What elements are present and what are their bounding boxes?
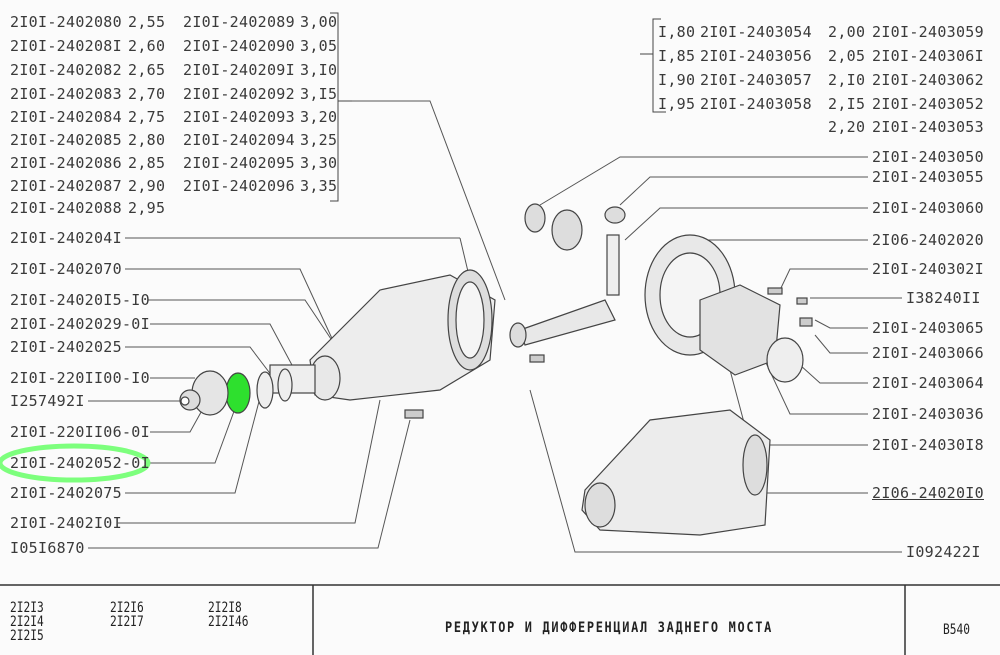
part-label[interactable]: 2I06-24020I0 <box>872 484 984 502</box>
shim-size: 2,60 <box>128 37 166 55</box>
highlighted-part-label[interactable]: 2I0I-2402052-0I <box>10 454 150 472</box>
part-label[interactable]: 2I0I-2403036 <box>872 405 984 423</box>
shim-size: 3,05 <box>300 37 338 55</box>
part-label[interactable]: 2I0I-2402025 <box>10 338 122 356</box>
model-code: 2I2I46 <box>208 614 249 630</box>
shim-size: 3,00 <box>300 13 338 31</box>
washer-size: 2,00 <box>828 23 866 41</box>
washer-part-number[interactable]: 2I0I-2403058 <box>700 95 812 113</box>
part-label[interactable]: 2I0I-220II00-I0 <box>10 369 150 387</box>
highlight-ring <box>0 443 151 483</box>
part-label[interactable]: 2I06-2402020 <box>872 231 984 249</box>
shim-size: 3,I5 <box>300 85 338 103</box>
model-code: 2I2I7 <box>110 614 144 630</box>
shim-size: 3,20 <box>300 108 338 126</box>
part-label[interactable]: 2I0I-24020I5-I0 <box>10 291 150 309</box>
washer-size: I,80 <box>658 23 696 41</box>
part-label[interactable]: 2I0I-2403060 <box>872 199 984 217</box>
shim-part-number[interactable]: 2I0I-2402087 <box>10 177 122 195</box>
shim-part-number[interactable]: 2I0I-2402092 <box>183 85 295 103</box>
shim-part-number[interactable]: 2I0I-2402093 <box>183 108 295 126</box>
model-code: 2I2I3 <box>10 600 44 616</box>
shim-size: 3,I0 <box>300 61 338 79</box>
footer-grid <box>0 584 1000 655</box>
washer-size: I,90 <box>658 71 696 89</box>
washer-part-number[interactable]: 2I0I-2403054 <box>700 23 812 41</box>
shim-size: 2,85 <box>128 154 166 172</box>
shim-part-number[interactable]: 2I0I-2402082 <box>10 61 122 79</box>
shim-size: 2,55 <box>128 13 166 31</box>
shim-part-number[interactable]: 2I0I-2402084 <box>10 108 122 126</box>
shim-part-number[interactable]: 2I0I-240209I <box>183 61 295 79</box>
washer-part-number[interactable]: 2I0I-2403052 <box>872 95 984 113</box>
shim-size: 3,30 <box>300 154 338 172</box>
page-code: B540 <box>943 622 970 638</box>
washer-part-number[interactable]: 2I0I-2403059 <box>872 23 984 41</box>
washer-part-number[interactable]: 2I0I-2403057 <box>700 71 812 89</box>
part-label[interactable]: 2I0I-2402075 <box>10 484 122 502</box>
shim-part-number[interactable]: 2I0I-2402096 <box>183 177 295 195</box>
part-label[interactable]: 2I0I-24030I8 <box>872 436 984 454</box>
shim-part-number[interactable]: 2I0I-240208I <box>10 37 122 55</box>
part-label[interactable]: I05I6870 <box>10 539 85 557</box>
parts-drawing <box>179 203 813 536</box>
washer-size: I,85 <box>658 47 696 65</box>
shim-part-number[interactable]: 2I0I-2402089 <box>183 13 295 31</box>
part-label[interactable]: 2I0I-240204I <box>10 229 122 247</box>
shim-part-number[interactable]: 2I0I-2402083 <box>10 85 122 103</box>
shim-part-number[interactable]: 2I0I-2402086 <box>10 154 122 172</box>
part-label[interactable]: 2I0I-240302I <box>872 260 984 278</box>
part-label[interactable]: 2I0I-2403050 <box>872 148 984 166</box>
washer-part-number[interactable]: 2I0I-2403056 <box>700 47 812 65</box>
shim-part-number[interactable]: 2I0I-2402090 <box>183 37 295 55</box>
model-code: 2I2I8 <box>208 600 242 616</box>
part-label[interactable]: 2I0I-2403066 <box>872 344 984 362</box>
part-label[interactable]: 2I0I-2403064 <box>872 374 984 392</box>
washer-size: 2,05 <box>828 47 866 65</box>
part-label[interactable]: 2I0I-2403065 <box>872 319 984 337</box>
part-label[interactable]: I257492I <box>10 392 85 410</box>
shim-part-number[interactable]: 2I0I-2402085 <box>10 131 122 149</box>
shim-size: 2,90 <box>128 177 166 195</box>
shim-size: 3,25 <box>300 131 338 149</box>
shim-size: 2,80 <box>128 131 166 149</box>
shim-size: 3,35 <box>300 177 338 195</box>
diagram-title: РЕДУКТОР И ДИФФЕРЕНЦИАЛ ЗАДНЕГО МОСТА <box>445 620 773 636</box>
washer-part-number[interactable]: 2I0I-2403062 <box>872 71 984 89</box>
shim-size: 2,75 <box>128 108 166 126</box>
shim-part-number[interactable]: 2I0I-2402080 <box>10 13 122 31</box>
part-label[interactable]: 2I0I-2402029-0I <box>10 315 150 333</box>
shim-size: 2,95 <box>128 199 166 217</box>
part-label[interactable]: 2I0I-2402I0I <box>10 514 122 532</box>
part-label[interactable]: I092422I <box>906 543 981 561</box>
washer-size: 2,20 <box>828 118 866 136</box>
washer-part-number[interactable]: 2I0I-2403053 <box>872 118 984 136</box>
shim-part-number[interactable]: 2I0I-2402095 <box>183 154 295 172</box>
model-code: 2I2I4 <box>10 614 44 630</box>
shim-size: 2,70 <box>128 85 166 103</box>
shim-size: 2,65 <box>128 61 166 79</box>
shim-part-number[interactable]: 2I0I-2402094 <box>183 131 295 149</box>
washer-size: 2,I5 <box>828 95 866 113</box>
washer-size: 2,I0 <box>828 71 866 89</box>
washer-size: I,95 <box>658 95 696 113</box>
part-label[interactable]: 2I0I-220II06-0I <box>10 423 150 441</box>
model-code: 2I2I6 <box>110 600 144 616</box>
shim-part-number[interactable]: 2I0I-2402088 <box>10 199 122 217</box>
part-label[interactable]: 2I0I-2403055 <box>872 168 984 186</box>
brackets <box>330 12 666 202</box>
washer-part-number[interactable]: 2I0I-240306I <box>872 47 984 65</box>
part-label[interactable]: 2I0I-2402070 <box>10 260 122 278</box>
leader-lines <box>88 100 902 553</box>
model-code: 2I2I5 <box>10 628 44 644</box>
part-label[interactable]: I38240II <box>906 289 981 307</box>
